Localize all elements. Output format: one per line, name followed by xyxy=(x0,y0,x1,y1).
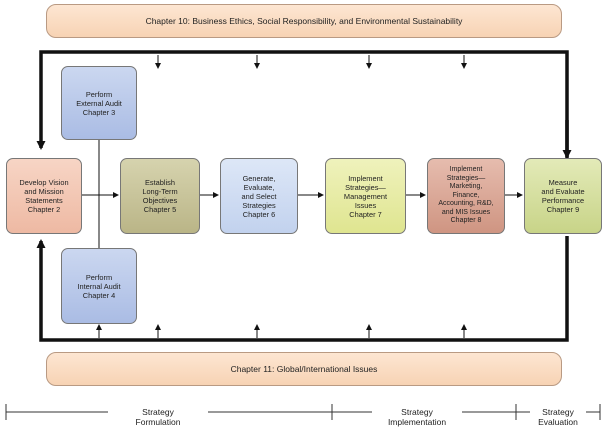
top-banner-label: Chapter 10: Business Ethics, Social Resp… xyxy=(145,16,463,26)
phase-axis xyxy=(5,404,601,420)
box-develop-vision: Develop Vision and Mission Statements Ch… xyxy=(6,158,82,234)
top-banner-ethics: Chapter 10: Business Ethics, Social Resp… xyxy=(46,4,562,38)
box-external-audit: Perform External Audit Chapter 3 xyxy=(61,66,137,140)
top-influence-arrows xyxy=(155,55,467,69)
phase-label-implementation: Strategy Implementation xyxy=(372,407,462,427)
bottom-influence-arrows xyxy=(96,324,467,338)
box-internal-audit: Perform Internal Audit Chapter 4 xyxy=(61,248,137,324)
box-generate-strategies: Generate, Evaluate, and Select Strategie… xyxy=(220,158,298,234)
box-implement-management: Implement Strategies— Management Issues … xyxy=(325,158,406,234)
box-long-term-objectives: Establish Long-Term Objectives Chapter 5 xyxy=(120,158,200,234)
box-implement-marketing: Implement Strategies— Marketing, Finance… xyxy=(427,158,505,234)
bottom-banner-global: Chapter 11: Global/International Issues xyxy=(46,352,562,386)
feedback-loop xyxy=(36,50,569,342)
bottom-banner-label: Chapter 11: Global/International Issues xyxy=(230,364,378,374)
phase-label-formulation: Strategy Formulation xyxy=(108,407,208,427)
phase-label-evaluation: Strategy Evaluation xyxy=(530,407,586,427)
box-measure-evaluate: Measure and Evaluate Performance Chapter… xyxy=(524,158,602,234)
